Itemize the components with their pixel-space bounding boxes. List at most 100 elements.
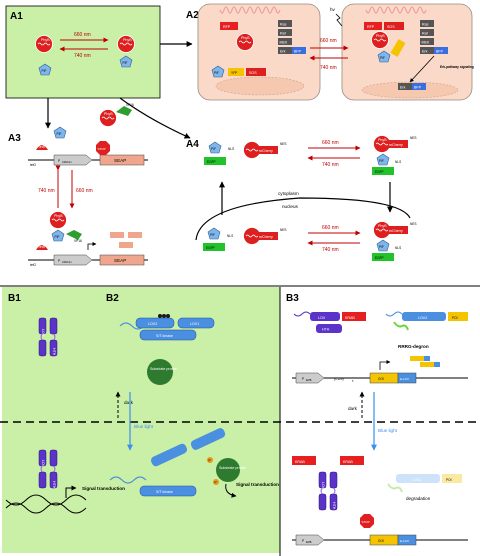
a3-seap-bottom-label: SEAP	[114, 258, 126, 263]
b3-promoter-light-sub: EMB	[306, 541, 312, 544]
a2-erk-nuc	[398, 83, 412, 90]
a3-740-label: 740 nm	[38, 188, 55, 194]
b3-elov-light	[397, 534, 417, 546]
b3-c120-dark-label: (C120)	[334, 377, 344, 381]
a3-vp16-bottom-label: VP16	[74, 239, 82, 243]
b3-poi-fading-label: POI	[446, 478, 452, 482]
b3-lov-dark	[310, 312, 340, 321]
a3-promoter-bottom-label: P	[58, 259, 60, 263]
a4-mcherry-tr	[388, 140, 408, 148]
a2-erk-right	[420, 47, 434, 54]
a2-membrane-left	[219, 6, 281, 14]
a4-pif-tr-label: PIF	[379, 159, 384, 163]
a2-rfp-box	[220, 22, 238, 30]
panel-b2-label: B2	[106, 293, 119, 304]
a4-nes-tr-label: NES	[410, 136, 417, 140]
a3-seap-product-1	[110, 232, 124, 238]
a1-pif-bound-label: PIF	[123, 61, 128, 65]
b3-dark-label: dark	[348, 406, 358, 411]
b2-lov2-dark-label: LOV2	[148, 322, 157, 326]
a2-raf-label: Raf	[280, 32, 286, 36]
a4-nls-tr-label: NLS	[395, 160, 401, 164]
a2-bfp-label: BFP	[294, 50, 302, 54]
b3-krab-light-2-label: KRAB	[343, 460, 353, 464]
a4-egfp-br-label: EGFP	[375, 256, 384, 260]
a4-740-top-label: 740 nm	[322, 162, 339, 168]
panel-b3-label: B3	[286, 293, 299, 304]
a4-nls-br-label: NLS	[395, 246, 401, 250]
b3-elov-dark	[397, 372, 417, 384]
b3-product-1b	[424, 356, 430, 361]
a3-promoter-top-label: P	[58, 159, 60, 163]
b3-promoter-dark-label: P	[302, 377, 304, 381]
b2-lov2-light	[150, 443, 188, 467]
a2-rfp-label: RFP	[223, 25, 231, 29]
a2-sos-right	[384, 22, 404, 30]
b3-transcription-arrow	[379, 360, 391, 370]
b3-degron-fading	[387, 483, 403, 493]
a3-seap-bottom	[99, 254, 145, 266]
a4-egfp-tr	[372, 167, 394, 175]
b2-kinase-light-label: S/T kinase	[156, 490, 173, 494]
a2-erk	[278, 47, 292, 54]
b3-stop-label: STOP	[362, 520, 370, 524]
b3-krab-dark-label: KRAB	[345, 316, 355, 320]
b3-linker-1	[293, 311, 311, 317]
a4-mcherry-tr-label: mCherry	[389, 143, 403, 147]
a3-teto-top-label: tetO	[30, 163, 37, 167]
b2-phospho-2-label: P	[215, 481, 217, 485]
b3-poi-dark	[448, 312, 468, 321]
a3-stop-label: STOP	[98, 147, 106, 151]
a2-660-label: 660 nm	[320, 38, 337, 44]
a4-mcherry-tl	[258, 146, 278, 154]
b3-poi-dark-label: POI	[452, 316, 458, 320]
a2-ras-right	[420, 20, 434, 27]
b3-lov2-dark-label: LOV2	[418, 316, 427, 320]
b3-krab-dark	[342, 312, 366, 321]
b1-hth-label: HTH	[52, 348, 56, 356]
b3-promoter-light	[295, 534, 325, 546]
panel-a1-label: A1	[10, 11, 23, 22]
a3-pif-top-label: PIF	[57, 132, 62, 136]
b3-promoter-light-label: P	[302, 539, 304, 543]
a2-yfp-label: YFP	[231, 71, 237, 75]
b3-lov2-dark	[402, 312, 446, 321]
b1-hth-light-label: HTH	[52, 481, 56, 489]
a4-mcherry-br-label: mCherry	[389, 229, 403, 233]
a4-nes-tl-label: NES	[280, 142, 287, 146]
b2-signal-label: Signal transduction	[236, 482, 279, 487]
a2-bfp-nuc-label: BFP	[414, 86, 422, 90]
b2-substrate-light-label: Substrate protein	[219, 466, 246, 470]
a2-mek-right	[420, 38, 434, 45]
a2-740-label: 740 nm	[320, 65, 337, 71]
a1-green-box	[5, 5, 161, 99]
b-dark-label: dark	[124, 400, 134, 405]
a2-ras	[278, 20, 292, 27]
b3-lov2-fading	[396, 474, 440, 483]
a2-raf	[278, 29, 292, 36]
a3-pif-bottom-label: PIF	[55, 235, 60, 239]
a3-phyb-top-label: PhyB	[104, 112, 113, 116]
panel-b1-label: B1	[8, 293, 21, 304]
a1-740-label: 740 nm	[74, 53, 91, 59]
b1-lov-label: LOV	[41, 329, 45, 337]
a2-raf-right-label: Raf	[422, 32, 428, 36]
b2-lov1-dark	[177, 317, 215, 329]
b2-chromophore-1	[158, 314, 162, 318]
a4-mcherry-br	[388, 226, 408, 234]
a2-mek-right-label: MEK	[422, 41, 430, 45]
a2-yfp	[228, 68, 244, 76]
b-blue-light-label: Blue light	[134, 424, 154, 429]
a2-sos	[246, 68, 266, 76]
b3-c120-dark-sub: 5	[352, 380, 354, 383]
b3-product-2b	[434, 362, 440, 367]
a2-erk-nuc-label: Erk	[400, 86, 406, 90]
b2-chromophore-3	[166, 314, 170, 318]
a2-bfp-nuc	[412, 83, 426, 90]
a4-mcherry-bl-label: mCherry	[259, 235, 273, 239]
a2-yfp-right	[390, 39, 406, 57]
a4-pif-tl-label: PIF	[211, 147, 216, 151]
b2-phospho-1-label: P	[209, 459, 211, 463]
a4-nls-tl-label: NLS	[228, 147, 234, 151]
a2-sos-right-label: SOS	[387, 25, 395, 29]
